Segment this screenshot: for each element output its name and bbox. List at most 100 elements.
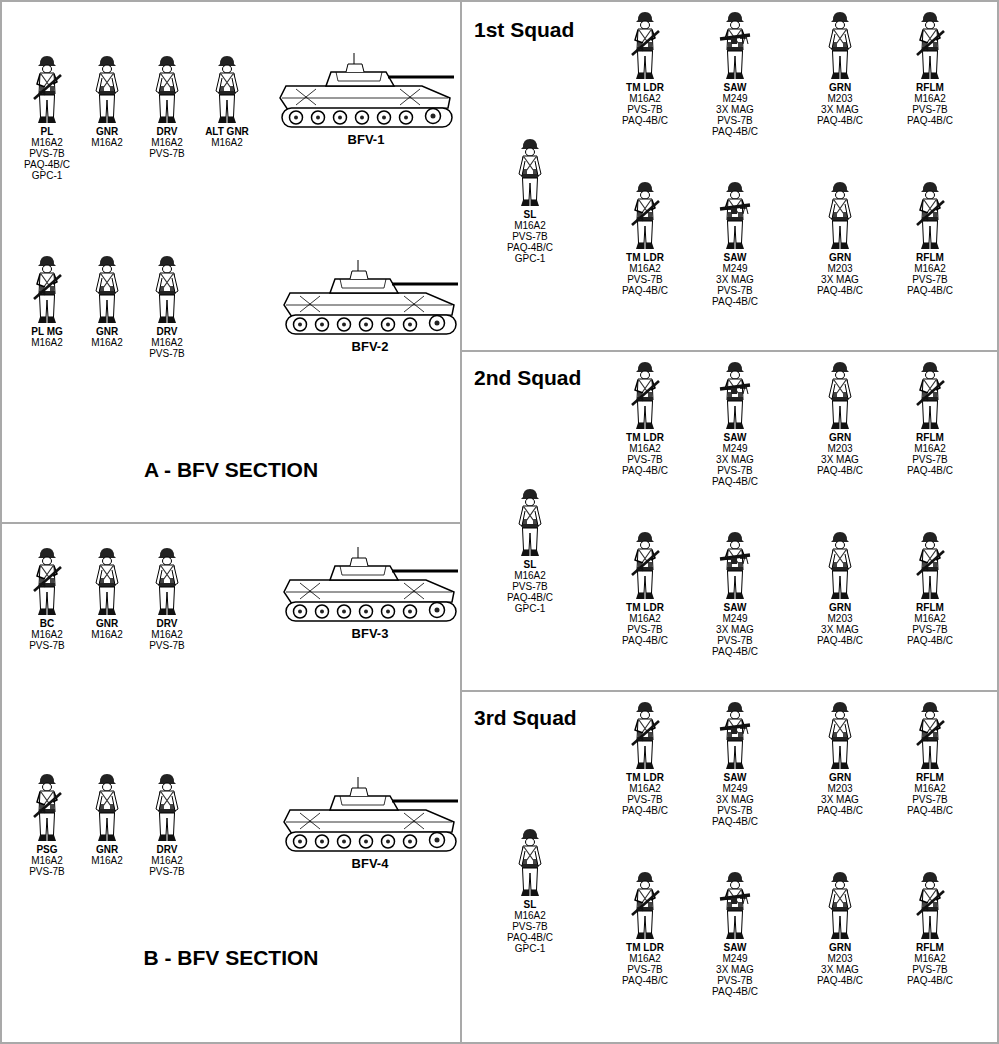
- soldier-unit: SLM16A2PVS-7BPAQ-4B/CGPC-1: [507, 137, 553, 264]
- soldier-illustration: [211, 54, 243, 126]
- illustration-shape: [280, 53, 454, 127]
- soldier-unit: ALT GNRM16A2: [205, 54, 249, 148]
- equipment-label: M16A2: [622, 613, 668, 624]
- soldier-illustration: [629, 180, 661, 252]
- vehicle-illustration: [280, 257, 460, 337]
- soldier-illustration: [31, 54, 63, 126]
- section-title: B - BFV SECTION: [2, 946, 460, 970]
- illustration-shape: [96, 56, 118, 123]
- role-label: PL MG: [31, 326, 63, 337]
- role-label: GNR: [91, 844, 123, 855]
- soldier-unit: RFLMM16A2PVS-7BPAQ-4B/C: [907, 870, 953, 986]
- equipment-label: M16A2: [507, 220, 553, 231]
- equipment-label: PVS-7B: [712, 465, 758, 476]
- illustration-shape: [519, 489, 541, 556]
- equipment-label: PVS-7B: [507, 921, 553, 932]
- equipment-label: PVS-7B: [622, 104, 668, 115]
- role-label: ALT GNR: [205, 126, 249, 137]
- equipment-label: PVS-7B: [712, 635, 758, 646]
- soldier-unit: SLM16A2PVS-7BPAQ-4B/CGPC-1: [507, 827, 553, 954]
- soldier-illustration: [629, 10, 661, 82]
- equipment-label: PVS-7B: [712, 975, 758, 986]
- section-title: 1st Squad: [474, 18, 999, 42]
- equipment-label: PVS-7B: [622, 274, 668, 285]
- role-label: DRV: [149, 326, 185, 337]
- illustration-shape: [829, 872, 851, 939]
- equipment-label: M203: [817, 613, 863, 624]
- equipment-label: PAQ-4B/C: [24, 159, 70, 170]
- equipment-label: M16A2: [622, 783, 668, 794]
- soldier-unit: GRNM2033X MAGPAQ-4B/C: [817, 10, 863, 126]
- soldier-unit: GNRM16A2: [91, 254, 123, 348]
- role-label: BC: [29, 618, 65, 629]
- soldier-illustration: [151, 54, 183, 126]
- illustration-shape: [917, 872, 944, 939]
- role-label: GRN: [817, 942, 863, 953]
- soldier-unit: SLM16A2PVS-7BPAQ-4B/CGPC-1: [507, 487, 553, 614]
- role-label: RFLM: [907, 772, 953, 783]
- role-label: TM LDR: [622, 602, 668, 613]
- soldier-illustration: [31, 254, 63, 326]
- equipment-label: PAQ-4B/C: [817, 635, 863, 646]
- equipment-label: PAQ-4B/C: [817, 465, 863, 476]
- illustration-shape: [34, 256, 61, 323]
- role-label: SAW: [712, 602, 758, 613]
- soldier-illustration: [151, 254, 183, 326]
- soldier-illustration: [914, 360, 946, 432]
- soldier-unit: SAWM2493X MAGPVS-7BPAQ-4B/C: [712, 10, 758, 137]
- illustration-shape: [632, 12, 659, 79]
- role-label: RFLM: [907, 602, 953, 613]
- section-title: 2nd Squad: [474, 366, 999, 390]
- illustration-shape: [519, 829, 541, 896]
- equipment-label: M16A2: [149, 337, 185, 348]
- soldier-unit: SAWM2493X MAGPVS-7BPAQ-4B/C: [712, 180, 758, 307]
- soldier-illustration: [514, 827, 546, 899]
- equipment-label: M203: [817, 263, 863, 274]
- role-label: SL: [507, 209, 553, 220]
- illustration-shape: [96, 774, 118, 841]
- equipment-label: PVS-7B: [907, 274, 953, 285]
- equipment-label: PAQ-4B/C: [907, 805, 953, 816]
- equipment-label: PAQ-4B/C: [907, 115, 953, 126]
- soldier-unit: DRVM16A2PVS-7B: [149, 254, 185, 359]
- soldier-unit: GNRM16A2: [91, 54, 123, 148]
- equipment-label: PVS-7B: [622, 624, 668, 635]
- soldier-illustration: [914, 700, 946, 772]
- equipment-label: PAQ-4B/C: [817, 805, 863, 816]
- equipment-label: PAQ-4B/C: [907, 635, 953, 646]
- equipment-label: 3X MAG: [712, 624, 758, 635]
- soldier-illustration: [31, 546, 63, 618]
- illustration-shape: [34, 774, 61, 841]
- equipment-label: M203: [817, 93, 863, 104]
- equipment-label: PVS-7B: [507, 581, 553, 592]
- equipment-label: PVS-7B: [29, 640, 65, 651]
- illustration-shape: [632, 532, 659, 599]
- soldier-unit: SAWM2493X MAGPVS-7BPAQ-4B/C: [712, 360, 758, 487]
- soldier-unit: RFLMM16A2PVS-7BPAQ-4B/C: [907, 700, 953, 816]
- equipment-label: PAQ-4B/C: [817, 115, 863, 126]
- role-label: GRN: [817, 252, 863, 263]
- role-label: GNR: [91, 326, 123, 337]
- illustration-shape: [632, 872, 659, 939]
- equipment-label: M203: [817, 443, 863, 454]
- equipment-label: 3X MAG: [817, 104, 863, 115]
- role-label: SL: [507, 559, 553, 570]
- equipment-label: M203: [817, 953, 863, 964]
- role-label: GNR: [91, 126, 123, 137]
- role-label: GNR: [91, 618, 123, 629]
- soldier-illustration: [629, 700, 661, 772]
- soldier-unit: GNRM16A2: [91, 546, 123, 640]
- illustration-shape: [156, 548, 178, 615]
- equipment-label: PAQ-4B/C: [507, 592, 553, 603]
- soldier-illustration: [514, 137, 546, 209]
- role-label: GRN: [817, 82, 863, 93]
- equipment-label: M16A2: [149, 137, 185, 148]
- soldier-unit: SAWM2493X MAGPVS-7BPAQ-4B/C: [712, 700, 758, 827]
- soldier-unit: RFLMM16A2PVS-7BPAQ-4B/C: [907, 360, 953, 476]
- equipment-label: PVS-7B: [29, 866, 65, 877]
- soldier-illustration: [824, 530, 856, 602]
- soldier-illustration: [629, 530, 661, 602]
- equipment-label: M249: [712, 443, 758, 454]
- equipment-label: PAQ-4B/C: [507, 932, 553, 943]
- equipment-label: PAQ-4B/C: [622, 635, 668, 646]
